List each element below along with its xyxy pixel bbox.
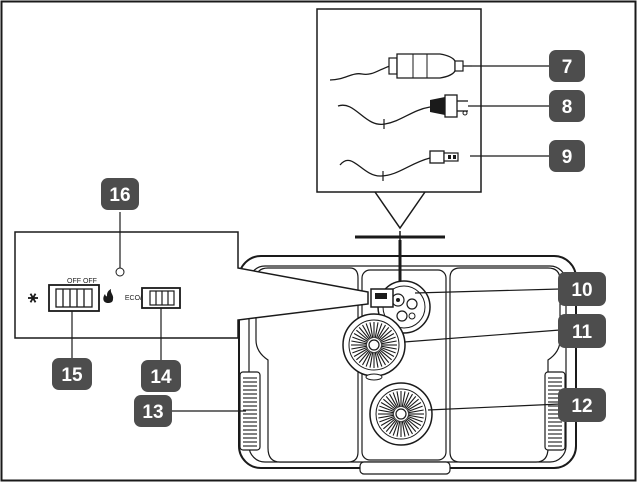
eco-max-switch [141,287,181,309]
callout-14: 14 [141,360,181,392]
callout-10: 10 [558,272,606,306]
callout-11: 11 [558,314,606,348]
snowflake-icon [28,293,38,303]
svg-text:16: 16 [109,185,130,206]
mode-switch-label: OFF OFF [67,278,97,285]
wall-plug-cable [337,94,468,129]
svg-text:9: 9 [562,147,573,168]
cool-heat-mode-switch [48,284,100,312]
svg-text:14: 14 [150,367,172,388]
svg-text:12: 12 [571,396,592,417]
callout-7: 7 [549,50,585,82]
callout-16: 16 [101,178,139,210]
usb-cable [339,150,459,181]
leader-11 [403,329,561,343]
top-fan [342,313,406,377]
callout-15: 15 [52,358,92,390]
leader-12 [427,403,561,411]
flame-icon [103,289,114,303]
leader-10 [414,288,561,294]
svg-text:7: 7 [562,57,573,78]
callout-9: 9 [549,140,585,172]
svg-text:8: 8 [562,97,573,118]
svg-text:10: 10 [571,280,592,301]
callout-12: 12 [558,388,606,422]
indicator-led [115,267,125,277]
car-plug-cable [329,53,472,81]
svg-text:13: 13 [142,402,163,423]
switch-inset-box [14,231,369,339]
bottom-fan [369,382,433,446]
left-vent-grill [239,371,261,451]
callout-13: 13 [134,395,172,427]
callout-8: 8 [549,90,585,122]
svg-text:11: 11 [572,322,593,343]
svg-text:15: 15 [61,365,83,386]
inset-pointer [374,191,426,230]
